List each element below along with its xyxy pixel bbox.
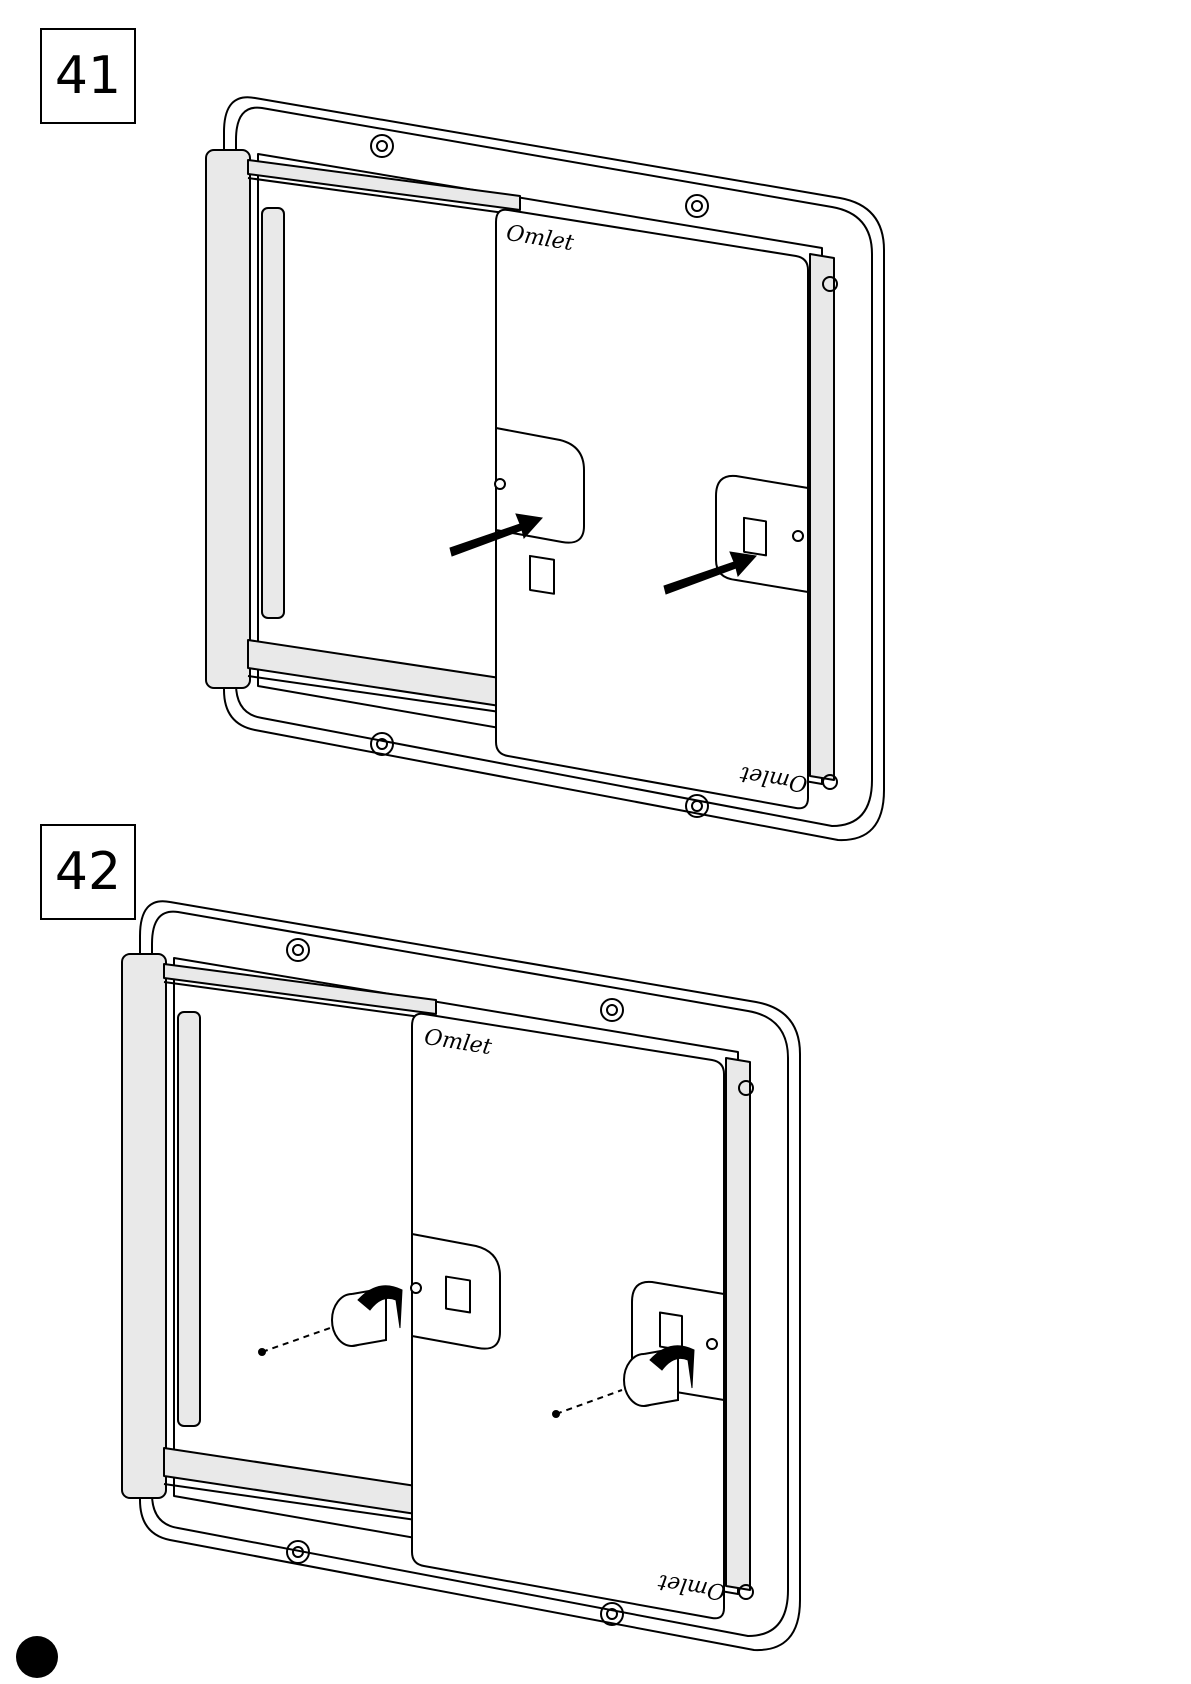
page-dot-icon [16, 1636, 58, 1678]
latch-slot-right-42 [660, 1313, 682, 1350]
latch-slot-left-42 [446, 1277, 470, 1313]
door-panel-42 [411, 1014, 724, 1619]
